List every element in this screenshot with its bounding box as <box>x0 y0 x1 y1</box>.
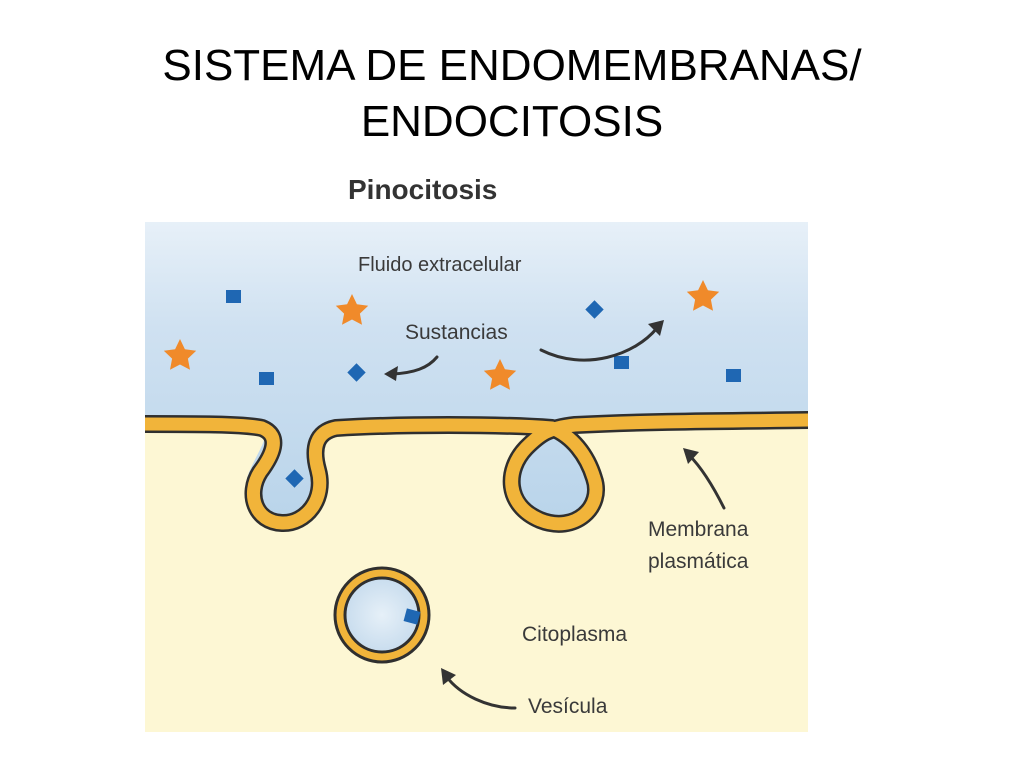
square-icon <box>403 608 421 625</box>
square-icon <box>285 469 304 488</box>
square-icon <box>259 372 274 385</box>
star-icon <box>335 294 369 325</box>
arrow-icon <box>539 320 664 362</box>
figure-heading: Pinocitosis <box>348 174 497 205</box>
square-icon <box>226 290 241 303</box>
slide-title: SISTEMA DE ENDOMEMBRANAS/ ENDOCITOSIS <box>0 38 1024 150</box>
arrow-icon <box>384 355 439 381</box>
arrow-icon <box>441 668 517 710</box>
substance-stars <box>163 280 720 390</box>
slide-title-line-1: SISTEMA DE ENDOMEMBRANAS/ <box>162 41 862 90</box>
arrow-icon <box>683 448 726 510</box>
slide-title-line-2: ENDOCITOSIS <box>360 97 664 146</box>
star-icon <box>686 280 720 311</box>
substance-squares <box>226 290 741 625</box>
label-substances: Sustancias <box>405 321 508 344</box>
label-membrane-line-2: plasmática <box>648 550 749 573</box>
star-icon <box>163 339 197 370</box>
square-icon <box>585 300 604 319</box>
square-icon <box>614 356 629 369</box>
label-cytoplasm: Citoplasma <box>522 623 627 646</box>
label-extracellular-fluid: Fluido extracelular <box>358 254 522 276</box>
label-membrane-line-1: Membrana <box>648 518 749 541</box>
square-icon <box>726 369 741 382</box>
star-icon <box>483 359 517 390</box>
square-icon <box>347 363 366 382</box>
label-vesicle: Vesícula <box>528 695 608 718</box>
vesicle <box>333 566 431 664</box>
